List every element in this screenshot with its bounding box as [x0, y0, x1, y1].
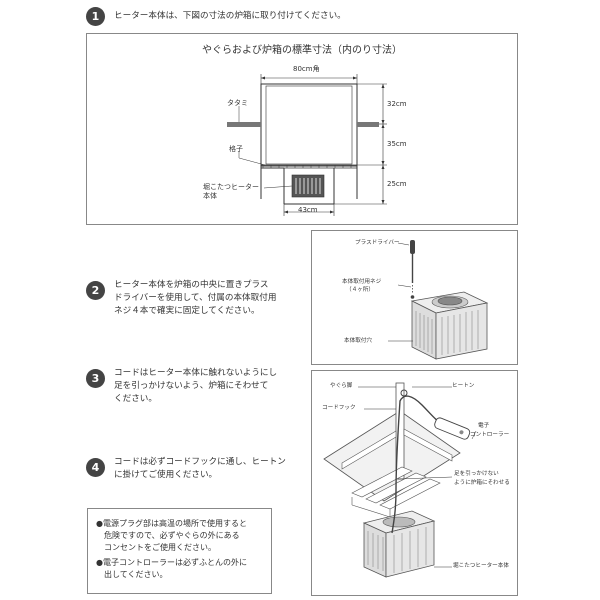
- caution-note: ●電源プラグ部は高温の場所で使用すると 危険ですので、必ずやぐらの外にある コン…: [87, 508, 272, 594]
- hole-label: 本体取付穴: [344, 338, 372, 344]
- width-top-label: 80cm角: [293, 65, 320, 73]
- note-line: ●電子コントローラーは必ずふとんの外に: [96, 558, 247, 567]
- cord-drawing: [323, 382, 477, 578]
- width-bottom-label: 43cm: [298, 206, 318, 214]
- heater-label-line1: 堀こたつヒーター: [203, 183, 259, 191]
- step-2-line: ヒーター本体を炉箱の中央に置きプラス: [114, 280, 269, 290]
- screw-label-line2: （４ヶ所）: [346, 287, 374, 293]
- yagura-leg-label: やぐら脚: [330, 383, 353, 389]
- foot-label-line2: ように炉箱にそわせる: [454, 480, 510, 486]
- step-3-text: コードはヒーター本体に触れないようにし 足を引っかけないよう、炉箱にそわせて く…: [114, 367, 277, 406]
- screw-label-line1: 本体取付用ネジ: [342, 279, 382, 285]
- step-2-number: 2: [86, 281, 105, 300]
- step-1-number: 1: [86, 7, 105, 26]
- step-4-number: 4: [86, 458, 105, 477]
- heater-label-line2: 本体: [203, 192, 217, 200]
- step-4-line: に掛けてご使用ください。: [114, 470, 218, 480]
- step-4-text: コードは必ずコードフックに通し、ヒートン に掛けてご使用ください。: [114, 456, 286, 482]
- cord-routing-diagram: やぐら脚 ヒートン コードフック 電子 コントローラー 足を引っかけない ように…: [311, 370, 518, 596]
- step-3-line: ください。: [114, 394, 157, 404]
- cord-hook-label: コードフック: [322, 405, 356, 411]
- remote-label-line2: コントローラー: [470, 432, 510, 438]
- note-line: 危険ですので、必ずやぐらの外にある: [96, 531, 240, 540]
- remote-label-line1: 電子: [478, 423, 490, 429]
- hiton-label: ヒートン: [452, 383, 475, 389]
- step-3-line: コードはヒーター本体に触れないようにし: [114, 368, 278, 378]
- driver-label: プラスドライバー: [355, 240, 400, 246]
- step-1-line: ヒーター本体は、下図の寸法の炉箱に取り付けてください。: [114, 11, 346, 21]
- note-line: コンセントをご使用ください。: [96, 543, 216, 552]
- note-line: 出してください。: [96, 570, 168, 579]
- screw-fixing-diagram: プラスドライバー 本体取付用ネジ （４ヶ所） 本体取付穴: [311, 230, 518, 365]
- diagram-title: やぐらおよび炉箱の標準寸法（内のり寸法）: [202, 45, 402, 56]
- step-2-text: ヒーター本体を炉箱の中央に置きプラス ドライバーを使用して、付属の本体取付用 ネ…: [114, 279, 276, 318]
- step-2-line: ドライバーを使用して、付属の本体取付用: [114, 293, 277, 303]
- step-3-line: 足を引っかけないよう、炉箱にそわせて: [114, 381, 269, 391]
- grate-label: 格子: [229, 145, 243, 153]
- dimension-32-label: 32cm: [387, 100, 407, 108]
- foot-label-line1: 足を引っかけない: [454, 471, 499, 477]
- step-2-line: ネジ４本で確実に固定してください。: [114, 306, 260, 316]
- tatami-label: タタミ: [227, 99, 248, 107]
- dimension-35-label: 35cm: [387, 140, 407, 148]
- furnace-drawing: [227, 74, 387, 216]
- step-3-number: 3: [86, 369, 105, 388]
- heater-body-label: 堀こたつヒーター本体: [453, 563, 509, 569]
- step-1-text: ヒーター本体は、下図の寸法の炉箱に取り付けてください。: [114, 10, 346, 23]
- step-4-line: コードは必ずコードフックに通し、ヒートン: [114, 457, 286, 467]
- dimension-25-label: 25cm: [387, 180, 407, 188]
- screw-drawing: [388, 240, 489, 360]
- furnace-dimension-diagram: やぐらおよび炉箱の標準寸法（内のり寸法）: [86, 33, 518, 225]
- note-line: ●電源プラグ部は高温の場所で使用すると: [96, 519, 247, 528]
